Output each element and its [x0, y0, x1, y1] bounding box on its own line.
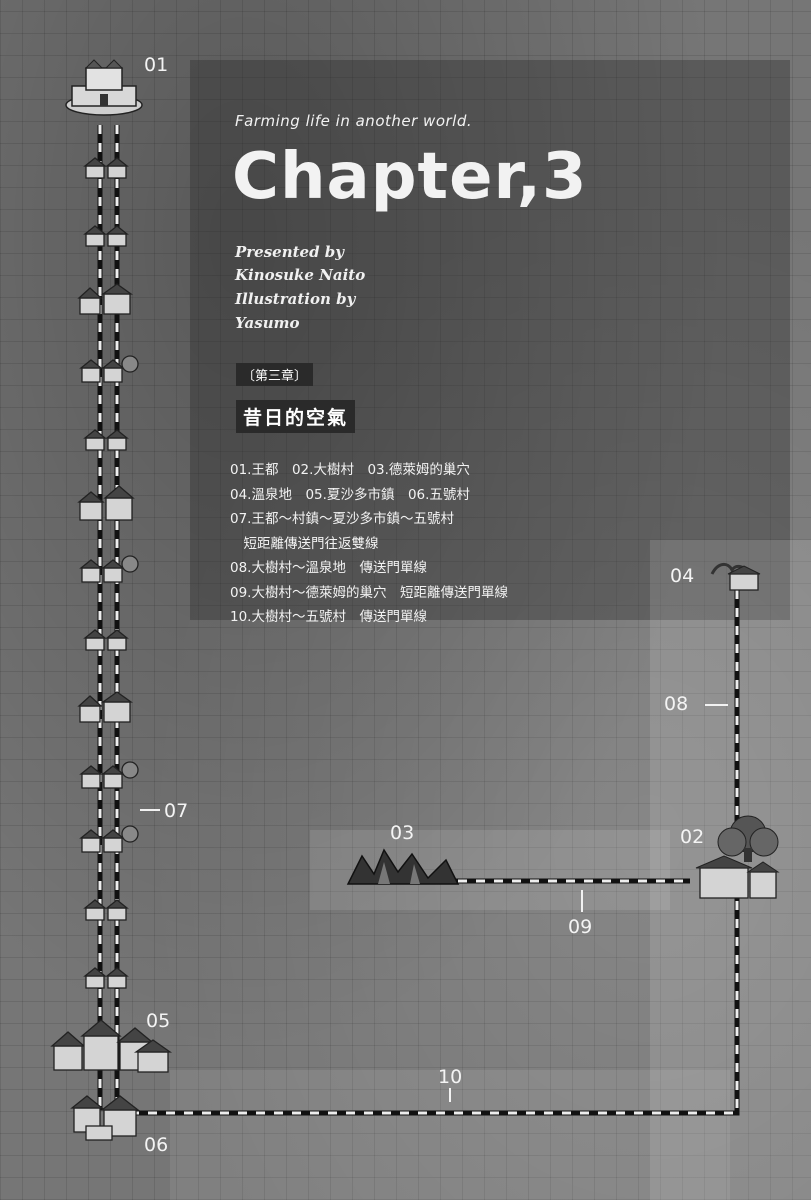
label-10: 10	[438, 1066, 463, 1088]
chapter-label: 〔第三章〕	[236, 363, 314, 386]
town-icon	[50, 1019, 173, 1073]
label-03: 03	[390, 822, 415, 844]
route-10	[130, 895, 740, 1116]
label-08: 08	[664, 693, 689, 715]
legend-item: 08.大樹村～溫泉地 傳送門單線	[230, 560, 427, 576]
series-subtitle: Farming life in another world.	[235, 112, 473, 130]
credit-author: Kinosuke Naito	[235, 266, 366, 284]
legend-item: 10.大樹村～五號村 傳送門單線	[230, 609, 427, 625]
label-09: 09	[568, 916, 593, 938]
credit-illustrator: Yasumo	[235, 314, 300, 332]
legend-item: 短距離傳送門往返雙線	[230, 535, 379, 552]
legend-item: 09.大樹村～德萊姆的巢穴 短距離傳送門單線	[230, 584, 508, 601]
hot-spring-icon	[710, 563, 761, 591]
label-06: 06	[144, 1134, 169, 1156]
credit-illustration-by: Illustration by	[235, 290, 356, 308]
legend-item: 01.王都 02.大樹村 03.德萊姆的巢穴	[230, 462, 470, 478]
chapter-title: Chapter,3	[232, 140, 588, 214]
label-05: 05	[146, 1010, 171, 1032]
chapter-name: 昔日的空氣	[236, 400, 356, 433]
village-06-icon	[70, 1095, 140, 1141]
village-icons	[77, 157, 139, 989]
big-tree-village-icon	[695, 815, 780, 899]
legend-item: 04.溫泉地 05.夏沙多市鎮 06.五號村	[230, 486, 470, 503]
map-legend: 01.王都 02.大樹村 03.德萊姆的巢穴 04.溫泉地 05.夏沙多市鎮 0…	[230, 458, 508, 630]
label-07: 07	[164, 800, 189, 822]
castle-icon	[65, 59, 143, 116]
background-panel-dark	[190, 60, 790, 620]
mountain-icon	[346, 848, 460, 885]
route-07	[97, 125, 120, 1110]
label-02: 02	[680, 826, 705, 848]
label-01: 01	[144, 54, 169, 76]
credit-presented-by: Presented by	[235, 243, 345, 261]
label-04: 04	[670, 565, 695, 587]
legend-item: 07.王都～村鎮～夏沙多市鎮～五號村	[230, 511, 454, 527]
